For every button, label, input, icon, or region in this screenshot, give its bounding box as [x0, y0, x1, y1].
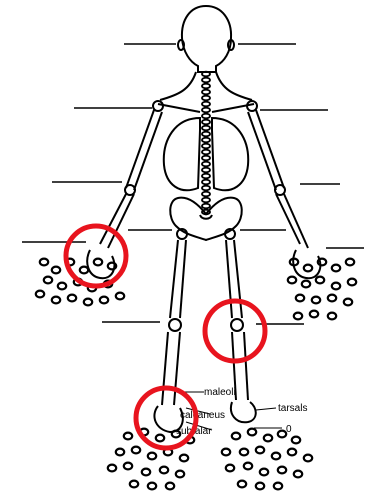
- hand-bone: [302, 281, 310, 288]
- foot-bone: [116, 449, 124, 456]
- hand-bone: [44, 277, 52, 284]
- right-arm: [247, 101, 320, 278]
- vertebra: [202, 156, 210, 161]
- vertebra: [202, 120, 210, 125]
- hand-bone: [316, 277, 324, 284]
- foot-bone: [176, 471, 184, 478]
- vertebra: [202, 150, 210, 155]
- hand-bone: [52, 267, 60, 274]
- hand-bone: [52, 297, 60, 304]
- hand-bones-right: [288, 259, 356, 320]
- foot-bone: [256, 447, 264, 454]
- vertebra: [202, 186, 210, 191]
- vertebra: [202, 174, 210, 179]
- foot-bone: [264, 435, 272, 442]
- foot-bone: [148, 453, 156, 460]
- hand-bone: [348, 279, 356, 286]
- hand-bone: [318, 259, 326, 266]
- vertebra: [202, 132, 210, 137]
- left-leg: [154, 229, 187, 432]
- foot-bones-right: [222, 429, 312, 490]
- foot-bone: [274, 483, 282, 490]
- foot-bone: [304, 455, 312, 462]
- vertebra: [202, 138, 210, 143]
- hand-bone: [116, 293, 124, 300]
- hand-bone: [40, 259, 48, 266]
- foot-bone: [278, 431, 286, 438]
- foot-bone: [278, 467, 286, 474]
- hand-bone: [310, 311, 318, 318]
- hand-bone: [312, 297, 320, 304]
- hand-bone: [68, 295, 76, 302]
- foot-bone: [166, 483, 174, 490]
- label-zero: 0: [286, 424, 292, 435]
- vertebra: [202, 144, 210, 149]
- vertebra: [202, 204, 210, 209]
- hand-bone: [100, 297, 108, 304]
- vertebra: [202, 114, 210, 119]
- foot-bone: [156, 435, 164, 442]
- foot-bone: [142, 469, 150, 476]
- foot-bone: [232, 433, 240, 440]
- vertebra: [202, 192, 210, 197]
- foot-bone: [240, 449, 248, 456]
- label-tarsals: tarsals: [278, 403, 307, 414]
- vertebra: [202, 180, 210, 185]
- skull: [178, 6, 234, 72]
- spine: [202, 72, 210, 215]
- foot-bone: [130, 481, 138, 488]
- vertebra: [202, 198, 210, 203]
- foot-bone: [294, 471, 302, 478]
- vertebra: [202, 90, 210, 95]
- vertebra: [202, 102, 210, 107]
- hand-bone: [80, 267, 88, 274]
- hand-bone: [328, 313, 336, 320]
- foot-bone: [256, 483, 264, 490]
- hand-bone: [84, 299, 92, 306]
- foot-bones-left: [108, 429, 194, 490]
- foot-bone: [226, 465, 234, 472]
- foot-bone: [160, 467, 168, 474]
- vertebra: [202, 78, 210, 83]
- label-calcaneus: calcaneus: [180, 410, 225, 421]
- hand-bone: [296, 295, 304, 302]
- foot-bone: [260, 469, 268, 476]
- foot-bone: [124, 433, 132, 440]
- vertebra: [202, 72, 210, 77]
- hand-bone: [328, 295, 336, 302]
- hand-bone: [332, 265, 340, 272]
- hand-bone: [294, 313, 302, 320]
- foot-bone: [180, 455, 188, 462]
- foot-bone: [124, 463, 132, 470]
- vertebra: [202, 84, 210, 89]
- label-maleoli: maleoli: [204, 387, 236, 398]
- foot-bone: [222, 449, 230, 456]
- hand-bone: [94, 259, 102, 266]
- hand-bone: [36, 291, 44, 298]
- hand-bone: [332, 283, 340, 290]
- vertebra: [202, 108, 210, 113]
- hand-bone: [58, 283, 66, 290]
- hand-bone: [344, 299, 352, 306]
- hand-bone: [346, 259, 354, 266]
- vertebra: [202, 126, 210, 131]
- vertebra: [202, 96, 210, 101]
- vertebra: [202, 168, 210, 173]
- hand-bone: [288, 277, 296, 284]
- foot-bone: [238, 481, 246, 488]
- foot-bone: [244, 463, 252, 470]
- foot-bone: [148, 483, 156, 490]
- foot-bone: [292, 437, 300, 444]
- foot-bone: [248, 429, 256, 436]
- vertebra: [202, 162, 210, 167]
- foot-bone: [272, 453, 280, 460]
- foot-bone: [132, 447, 140, 454]
- hand-bone: [304, 265, 312, 272]
- foot-bone: [288, 449, 296, 456]
- foot-bone: [108, 465, 116, 472]
